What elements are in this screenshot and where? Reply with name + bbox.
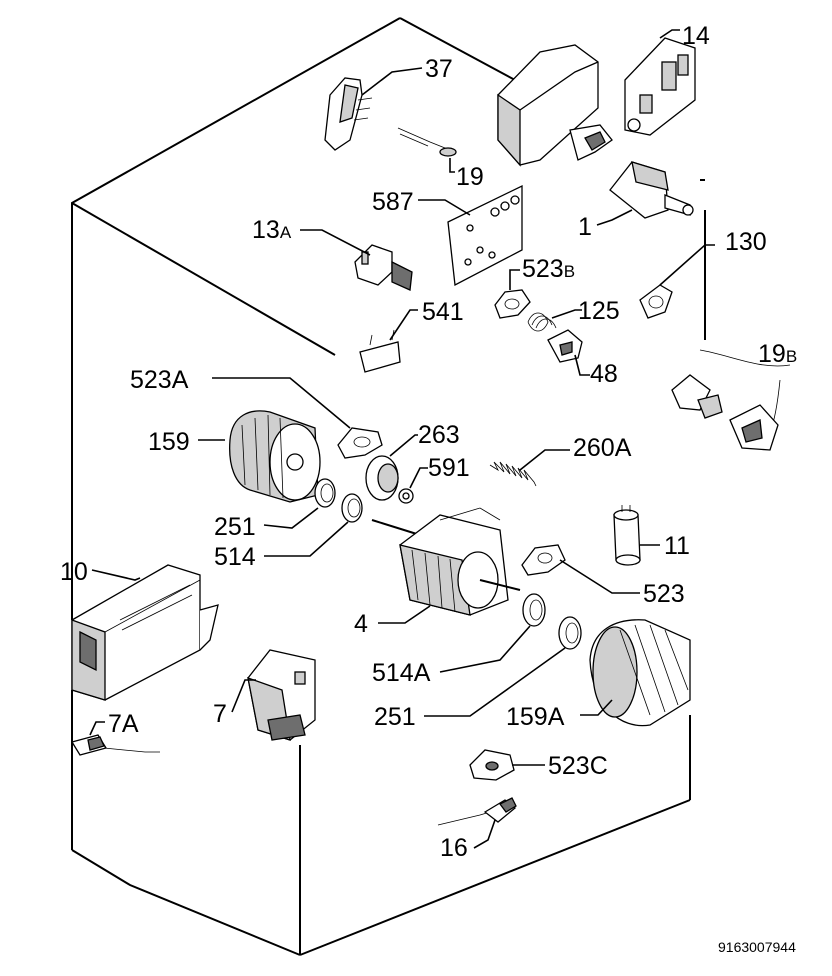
part-159a-impeller <box>589 619 691 727</box>
label-125: 125 <box>578 297 620 325</box>
label-260a: 260A <box>573 434 632 462</box>
part-125-spring <box>527 312 557 332</box>
part-16-thermostat <box>437 797 517 826</box>
label-251-top: 251 <box>214 513 256 541</box>
label-130: 130 <box>725 228 767 256</box>
label-159: 159 <box>148 428 190 456</box>
part-523b-clamp <box>494 289 531 319</box>
label-1: 1 <box>578 213 592 241</box>
label-13a: 13A <box>252 216 292 244</box>
label-523: 523 <box>643 580 685 608</box>
part-523c-clamp <box>469 749 515 781</box>
label-37: 37 <box>425 55 453 83</box>
part-514a-bearing <box>522 593 546 627</box>
part-591-washer <box>398 488 414 504</box>
part-4-motor <box>371 507 521 616</box>
part-523-clamp <box>521 544 566 576</box>
label-19: 19 <box>456 163 484 191</box>
label-523b-number: 523 <box>522 255 564 283</box>
label-251-bottom: 251 <box>374 703 416 731</box>
label-19b-suffix: B <box>786 347 797 366</box>
part-14-control-module <box>497 37 696 167</box>
label-7a: 7A <box>108 710 139 738</box>
part-587-circuit-board <box>447 184 523 287</box>
part-251-bearing-top <box>314 478 336 508</box>
label-13a-number: 13 <box>252 216 280 244</box>
part-159-impeller <box>229 410 321 503</box>
part-7-relay <box>247 649 316 741</box>
part-523a-clamp <box>337 427 383 459</box>
label-4: 4 <box>354 610 368 638</box>
label-13a-suffix: A <box>280 223 292 242</box>
part-260a-spring <box>489 461 537 487</box>
label-48: 48 <box>590 360 618 388</box>
part-48-cam <box>547 329 583 363</box>
label-523b-suffix: B <box>564 262 575 281</box>
part-514-bearing-top <box>341 493 363 523</box>
part-13a-connector <box>354 244 413 291</box>
label-159a: 159A <box>506 703 565 731</box>
label-19b: 19B <box>758 340 797 368</box>
label-14: 14 <box>682 22 710 50</box>
part-19-thermistor <box>397 127 457 157</box>
part-11-capacitor <box>613 505 641 566</box>
part-10-control-box <box>71 564 219 701</box>
label-591: 591 <box>428 454 470 482</box>
label-7: 7 <box>213 700 227 728</box>
label-11: 11 <box>664 532 690 560</box>
part-251-bearing-bottom <box>558 616 582 650</box>
cabinet-outline <box>71 17 706 956</box>
label-10: 10 <box>60 558 88 586</box>
part-130-gasket <box>639 284 673 319</box>
label-523c: 523C <box>548 752 608 780</box>
part-541-bracket <box>359 329 401 373</box>
label-514a: 514A <box>372 659 431 687</box>
part-7a-switch <box>70 734 160 756</box>
label-541: 541 <box>422 298 464 326</box>
label-523a: 523A <box>130 366 189 394</box>
label-263: 263 <box>418 421 460 449</box>
part-37-bracket <box>324 77 373 151</box>
label-523b: 523B <box>522 255 575 283</box>
part-19b-sensor <box>671 349 791 451</box>
drawing-number: 9163007944 <box>718 939 796 955</box>
label-16: 16 <box>440 834 468 862</box>
label-19b-number: 19 <box>758 340 786 368</box>
part-1-switch <box>609 161 694 219</box>
part-263-pulley <box>365 455 399 501</box>
label-587: 587 <box>372 188 414 216</box>
label-514-top: 514 <box>214 543 256 571</box>
